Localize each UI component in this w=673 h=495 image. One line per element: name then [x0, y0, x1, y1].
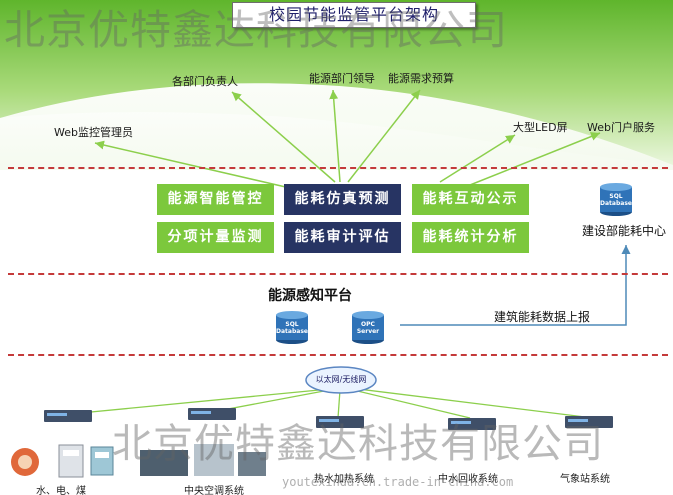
- opc-server-icon: OPC Server: [351, 310, 385, 344]
- sql-database-icon: SQL Database: [275, 310, 309, 344]
- sensing-platform-title: 能源感知平台: [268, 288, 352, 304]
- label-energy-budget: 能源需求预算: [388, 72, 454, 85]
- subsystem-central-ac: 中央空调系统: [184, 486, 244, 495]
- gateway-device-icon: [188, 408, 236, 420]
- arrow-to-budget: [347, 89, 421, 183]
- subsystem-reclaimed-water: 中水回收系统: [438, 474, 498, 485]
- arrow-upload: [400, 245, 631, 326]
- network-label: 以太网/无线网: [315, 375, 367, 384]
- label-dept-heads: 各部门负责人: [172, 75, 238, 88]
- arrow-to-led: [439, 134, 516, 183]
- label-construction-center: 建设部能耗中心: [582, 224, 667, 238]
- divider-bottom: [8, 354, 668, 356]
- divider-middle: [8, 273, 668, 275]
- db-subtitle: Database: [600, 200, 632, 207]
- label-web-admin: Web监控管理员: [54, 126, 133, 139]
- label-web-portal: Web门户服务: [587, 121, 655, 134]
- central-ac-equipment-icon: [140, 444, 266, 476]
- gateway-device-icon: [316, 416, 364, 428]
- watermark-url: youtexinda.cn.trade-in-china.com: [282, 475, 514, 489]
- construction-center-database-icon: SQL Database: [599, 182, 633, 216]
- module-energy-simulation: 能耗仿真预测: [284, 184, 401, 215]
- diagram-title: 校园节能监管平台架构: [232, 2, 476, 28]
- label-led-screen: 大型LED屏: [513, 121, 568, 134]
- gateway-device-icon: [44, 410, 92, 422]
- sql-db-title: SQL: [285, 321, 299, 328]
- watermark-company-top: 北京优特鑫达科技有限公司: [4, 6, 508, 54]
- subsystem-weather-station: 气象站系统: [560, 474, 610, 485]
- electric-meter-icon: [58, 444, 84, 478]
- module-energy-smart-control: 能源智能管控: [157, 184, 274, 215]
- module-sub-metering: 分项计量监测: [157, 222, 274, 253]
- module-energy-public-display: 能耗互动公示: [412, 184, 529, 215]
- opc-subtitle: Server: [356, 328, 380, 335]
- module-energy-audit: 能耗审计评估: [284, 222, 401, 253]
- arrow-to-portal: [469, 132, 601, 186]
- gateway-device-icon: [448, 418, 496, 430]
- sql-db-subtitle: Database: [276, 328, 308, 335]
- watermark-company-bottom: 北京优特鑫达科技有限公司: [112, 421, 604, 467]
- label-upload: 建筑能耗数据上报: [494, 310, 591, 324]
- divider-top: [8, 167, 668, 169]
- arrow-to-web-admin: [94, 140, 291, 189]
- subsystem-hot-water: 热水加热系统: [314, 474, 374, 485]
- module-energy-statistics: 能耗统计分析: [412, 222, 529, 253]
- opc-title: OPC: [361, 321, 375, 328]
- subsystem-utilities: 水、电、煤: [36, 486, 86, 495]
- network-cloud: 以太网/无线网: [305, 365, 377, 395]
- label-energy-leader: 能源部门领导: [309, 72, 375, 85]
- db-title: SQL: [609, 193, 623, 200]
- arrow-to-energy-leader: [329, 89, 341, 183]
- gateway-device-icon: [565, 416, 613, 428]
- gas-meter-icon: [90, 446, 114, 476]
- water-meter-icon: [11, 448, 39, 476]
